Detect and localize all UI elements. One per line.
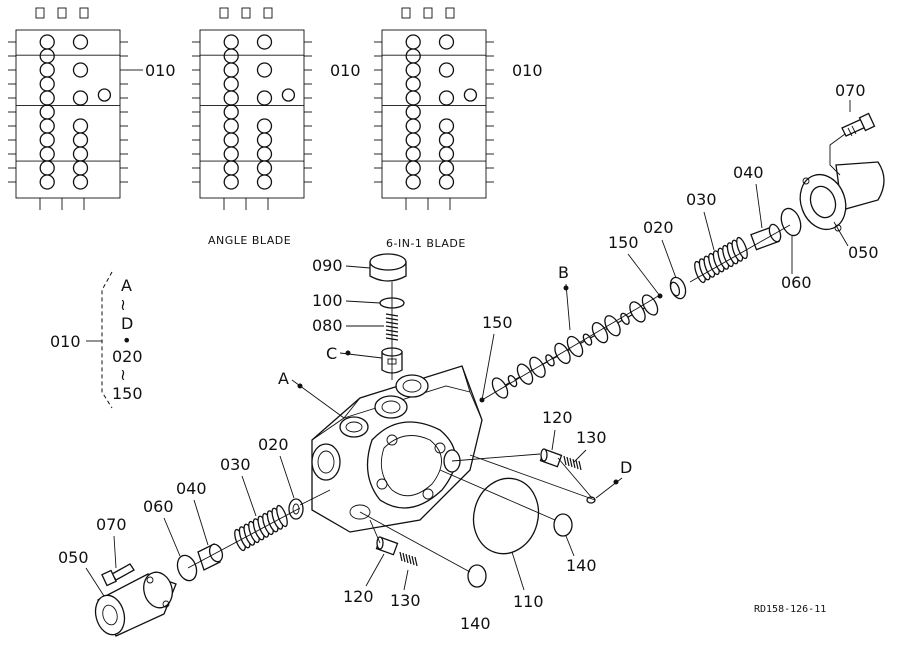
part-140-oring-right: [553, 513, 573, 537]
part-A-valve-body: [311, 365, 483, 533]
callout-120-right: 120: [542, 408, 573, 427]
part-060-oring-right: [780, 207, 802, 237]
part-130-screw-left: [399, 551, 418, 567]
range-sep-2: ≀: [120, 365, 126, 384]
part-090-plug: [369, 253, 407, 282]
range-bracket: [101, 271, 113, 409]
part-070-bolt-right: [841, 112, 876, 137]
callout-150-mid: 150: [482, 313, 513, 332]
part-120-fitting-right: [539, 448, 563, 468]
callout-050-right: 050: [848, 243, 879, 262]
part-110-large-oring: [472, 477, 540, 555]
callout-050-left: 050: [58, 548, 89, 567]
callout-A: A: [278, 369, 289, 388]
range-dot: •: [122, 331, 131, 350]
valve-assembly-view-6in1-blade: [374, 7, 494, 210]
callout-070-right: 070: [835, 81, 866, 100]
callout-090: 090: [312, 256, 343, 275]
callout-130-right: 130: [576, 428, 607, 447]
valve-assembly-view-angle-blade: [192, 7, 312, 210]
part-B-spool: [491, 294, 659, 399]
reference-code: RD158-126-11: [754, 604, 826, 615]
part-130-screw-right: [563, 455, 582, 471]
range-end-start: 020: [112, 347, 143, 366]
range-prefix: 010: [50, 332, 81, 351]
range-note: 010 A ≀ D • 020 ≀ 150: [50, 271, 143, 409]
part-020-retainer-left: [288, 498, 304, 520]
valve-assembly-view-standard: [8, 7, 128, 210]
callout-010-angle: 010: [330, 61, 361, 80]
callout-060-right: 060: [781, 273, 812, 292]
part-030-spring-right: [694, 236, 748, 284]
callout-150-right: 150: [608, 233, 639, 252]
part-050-end-cap-right: [799, 161, 885, 232]
part-040-seat-left: [197, 543, 224, 571]
part-120-fitting-left: [375, 536, 399, 556]
callouts: 070 040 030 020 150 050 060 B 090 100 08…: [58, 81, 879, 633]
callout-C: C: [326, 344, 337, 363]
callout-010-6in1: 010: [512, 61, 543, 80]
callout-140-right: 140: [566, 556, 597, 575]
range-sep-1: ≀: [120, 295, 126, 314]
callout-130-left: 130: [390, 591, 421, 610]
callout-030-right: 030: [686, 190, 717, 209]
callout-B: B: [558, 263, 569, 282]
range-start: A: [121, 276, 132, 295]
callout-080: 080: [312, 316, 343, 335]
part-020-retainer-right: [669, 276, 687, 300]
part-030-spring-left: [234, 504, 288, 552]
callout-020-left: 020: [258, 435, 289, 454]
part-040-seat-right: [750, 223, 782, 251]
callout-120-left: 120: [343, 587, 374, 606]
callout-020-right: 020: [643, 218, 674, 237]
callout-100: 100: [312, 291, 343, 310]
callout-030-left: 030: [220, 455, 251, 474]
callout-D: D: [620, 458, 632, 477]
callout-010-standard: 010: [145, 61, 176, 80]
callout-070-left: 070: [96, 515, 127, 534]
part-050-end-cap-left: [94, 571, 177, 637]
range-end: 150: [112, 384, 143, 403]
callout-060-left: 060: [143, 497, 174, 516]
leader-070-right: [829, 100, 851, 176]
callout-140-left: 140: [460, 614, 491, 633]
caption-angle-blade: ANGLE BLADE: [208, 234, 291, 247]
callout-040-left: 040: [176, 479, 207, 498]
part-060-oring-left: [176, 554, 198, 582]
part-140-oring-left: [467, 564, 487, 588]
caption-6in1-blade: 6-IN-1 BLADE: [386, 237, 466, 250]
part-070-bolt-left: [101, 563, 135, 587]
range-mid: D: [121, 314, 133, 333]
callout-110: 110: [513, 592, 544, 611]
callout-040-right: 040: [733, 163, 764, 182]
assembly-lines: [187, 224, 791, 573]
